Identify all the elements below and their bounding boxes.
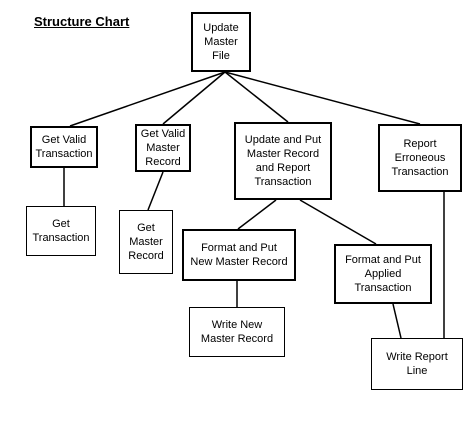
node-format-and-put-new-master-record: Format and Put New Master Record	[182, 229, 296, 281]
node-get-transaction: Get Transaction	[26, 206, 96, 256]
edge-root-update-and-put	[224, 71, 289, 123]
edge-root-get-valid-transaction	[69, 71, 226, 127]
edge-update-and-put-format-applied	[299, 199, 377, 245]
edge-root-report-erroneous	[224, 71, 421, 125]
node-report-erroneous-transaction: Report Erroneous Transaction	[378, 124, 462, 192]
edge-get-valid-master-record-get-master-record	[147, 171, 164, 211]
chart-title: Structure Chart	[34, 14, 130, 29]
node-get-valid-master-record: Get Valid Master Record	[135, 124, 191, 172]
node-write-new-master-record: Write New Master Record	[189, 307, 285, 357]
edge-update-and-put-format-new-master	[237, 199, 277, 230]
node-get-valid-transaction: Get Valid Transaction	[30, 126, 98, 168]
node-get-master-record: Get Master Record	[119, 210, 173, 274]
node-update-master-file: Update Master File	[191, 12, 251, 72]
node-format-and-put-applied-transaction: Format and Put Applied Transaction	[334, 244, 432, 304]
node-update-and-put-master-record: Update and Put Master Record and Report …	[234, 122, 332, 200]
node-write-report-line: Write Report Line	[371, 338, 463, 390]
edge-root-get-valid-master-record	[162, 71, 226, 125]
edge-format-applied-write-report	[392, 303, 402, 339]
